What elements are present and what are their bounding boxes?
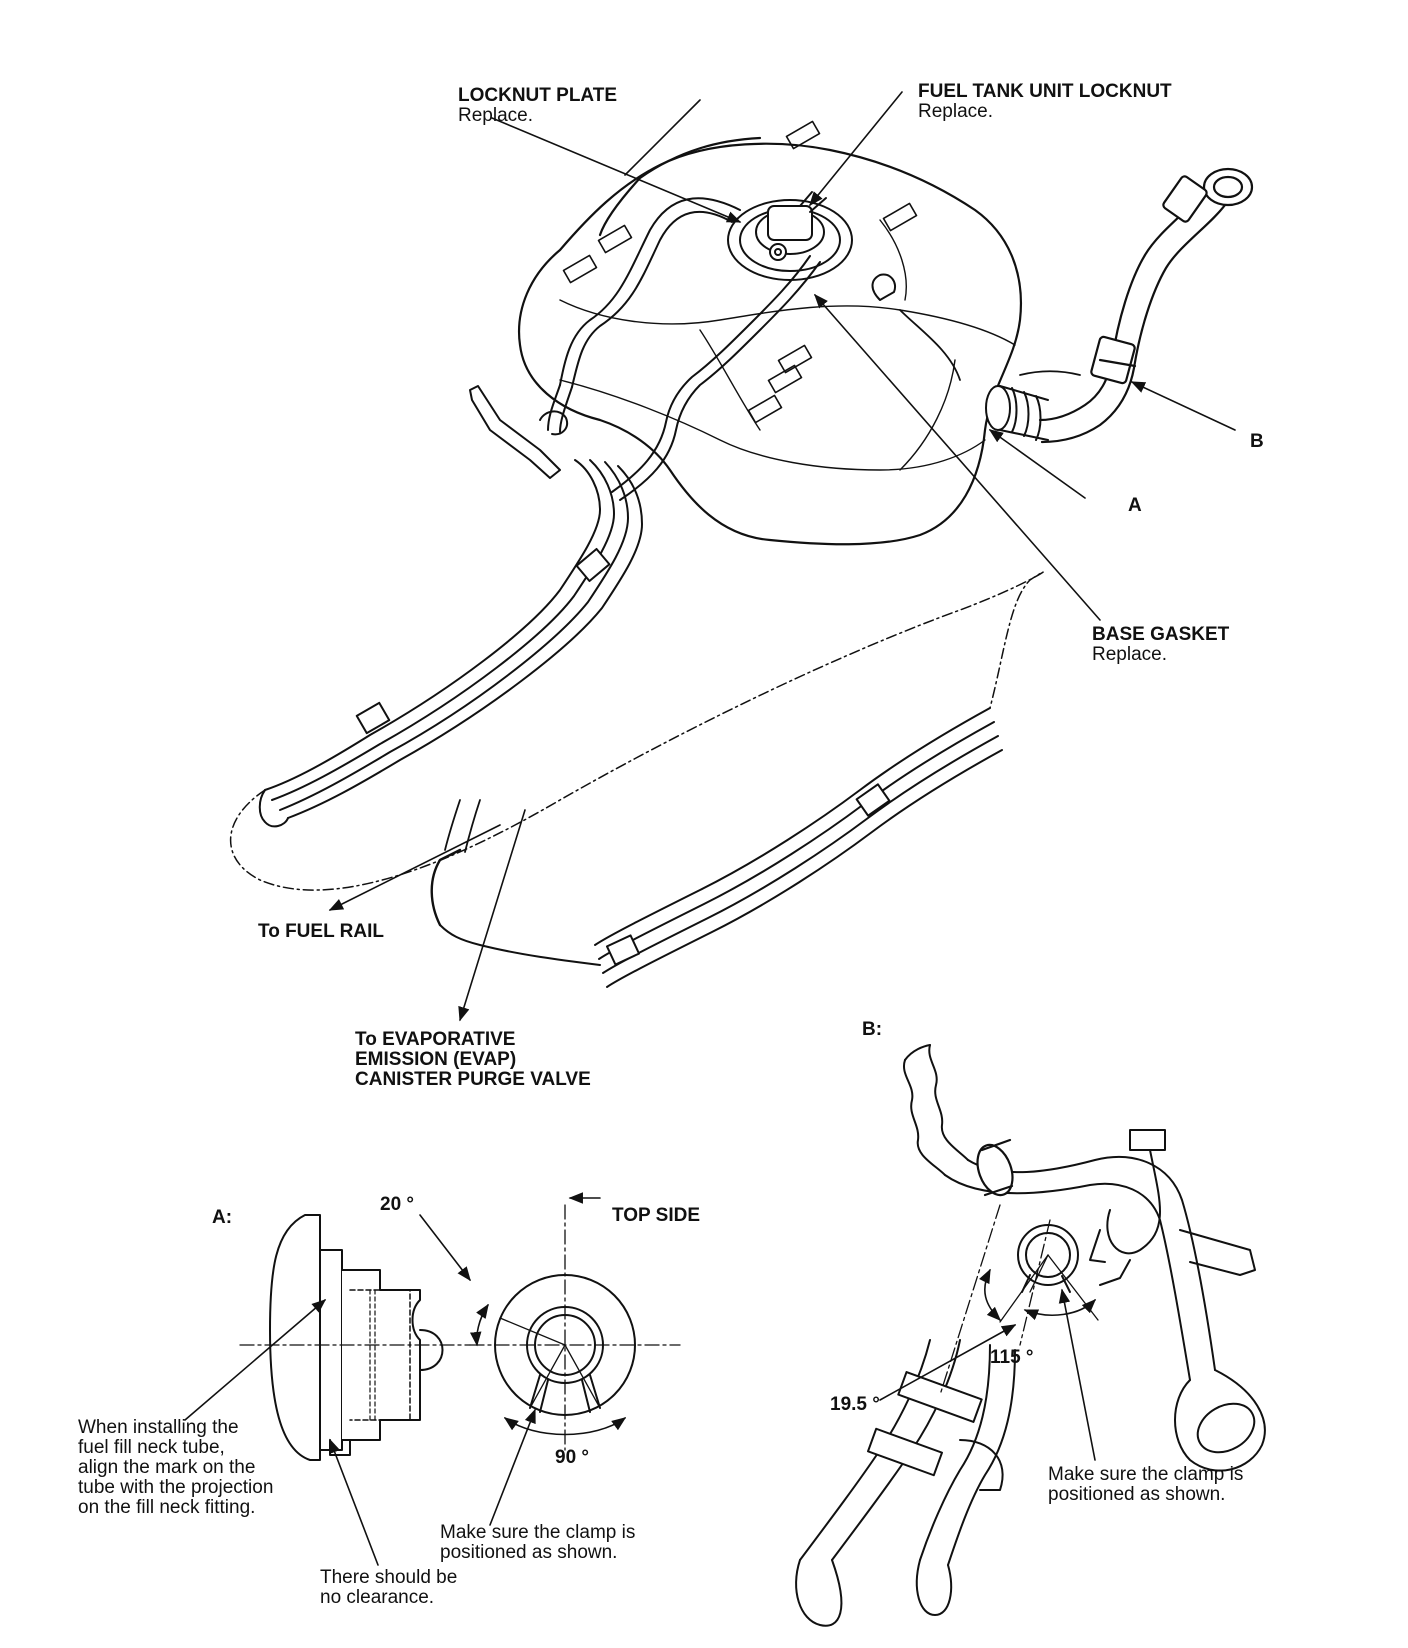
callout-a: A — [1128, 495, 1142, 516]
detail-b-angle-left: 19.5 ° — [830, 1394, 880, 1415]
label-locknut-plate: LOCKNUT PLATE Replace. — [458, 86, 617, 126]
detail-a-centerlines — [239, 1204, 681, 1451]
to-evap-line-2: EMISSION (EVAP) — [355, 1049, 517, 1070]
detail-a-angle-bottom: 90 ° — [555, 1447, 590, 1468]
detail-b-angle-arcs — [879, 1268, 1097, 1461]
clearance-note-line-1: There should be — [320, 1567, 458, 1588]
detail-a-clamp-note-line-1: Make sure the clamp is — [440, 1522, 636, 1543]
line-continuation-loop — [229, 571, 1044, 891]
fuel-fill-neck — [1038, 167, 1254, 444]
install-note-line-3: align the mark on the — [78, 1457, 256, 1478]
fuel-tank — [518, 99, 1022, 546]
detail-a-angle-top: 20 ° — [380, 1194, 415, 1215]
fuel-lines — [258, 459, 1003, 988]
detail-b-angle-right: 115 ° — [990, 1347, 1034, 1368]
joint-hose-a — [985, 385, 1049, 441]
base-gasket-title: BASE GASKET — [1092, 624, 1230, 645]
detail-b-clamp-note-line-1: Make sure the clamp is — [1048, 1464, 1244, 1485]
detail-a-fitting — [269, 1214, 444, 1461]
install-note-line-1: When installing the — [78, 1417, 239, 1438]
tank-hoses — [547, 197, 1081, 501]
detail-a-heading: A: — [212, 1207, 233, 1228]
detail-b-heading: B: — [862, 1019, 883, 1040]
locknut-plate-note: Replace. — [458, 105, 533, 126]
detail-b-centerlines — [939, 1204, 1051, 1396]
leader-lines — [328, 91, 1236, 1022]
detail-b-fill-neck — [902, 1044, 1266, 1472]
label-base-gasket: BASE GASKET Replace. — [1092, 625, 1229, 665]
base-gasket-note: Replace. — [1092, 644, 1167, 665]
detail-b-clamp-note: Make sure the clamp is positioned as sho… — [1048, 1465, 1243, 1505]
label-to-evap: To EVAPORATIVE EMISSION (EVAP) CANISTER … — [355, 1030, 591, 1090]
detail-a-clamp-ring — [494, 1274, 636, 1416]
fuel-tank-unit-locknut-note: Replace. — [918, 101, 993, 122]
fuel-pump-unit — [727, 191, 853, 281]
label-fuel-tank-unit-locknut: FUEL TANK UNIT LOCKNUT Replace. — [918, 82, 1172, 122]
detail-b-clamp-note-line-2: positioned as shown. — [1048, 1484, 1226, 1505]
clearance-note-line-2: no clearance. — [320, 1587, 435, 1608]
detail-a-top-side: TOP SIDE — [612, 1205, 700, 1226]
detail-a-clamp-note-line-2: positioned as shown. — [440, 1542, 618, 1563]
install-note-line-5: on the fill neck fitting. — [78, 1497, 256, 1518]
install-note-line-4: tube with the projection — [78, 1477, 274, 1498]
detail-b-lines — [795, 1339, 1016, 1627]
locknut-plate-title: LOCKNUT PLATE — [458, 85, 618, 106]
detail-a-install-note: When installing the fuel fill neck tube,… — [78, 1418, 273, 1518]
install-note-line-2: fuel fill neck tube, — [78, 1437, 225, 1458]
detail-a-clamp-note: Make sure the clamp is positioned as sho… — [440, 1523, 635, 1563]
fuel-tank-unit-locknut-title: FUEL TANK UNIT LOCKNUT — [918, 81, 1172, 102]
to-evap-line-1: To EVAPORATIVE — [355, 1029, 516, 1050]
left-bracket — [469, 385, 568, 479]
detail-a-clearance-note: There should be no clearance. — [320, 1568, 457, 1608]
to-evap-line-3: CANISTER PURGE VALVE — [355, 1069, 591, 1090]
callout-b: B — [1250, 431, 1264, 452]
detail-a-angle-arcs — [184, 1192, 627, 1566]
detail-b-clamp-ring — [999, 1224, 1099, 1323]
label-to-fuel-rail: To FUEL RAIL — [258, 921, 384, 942]
